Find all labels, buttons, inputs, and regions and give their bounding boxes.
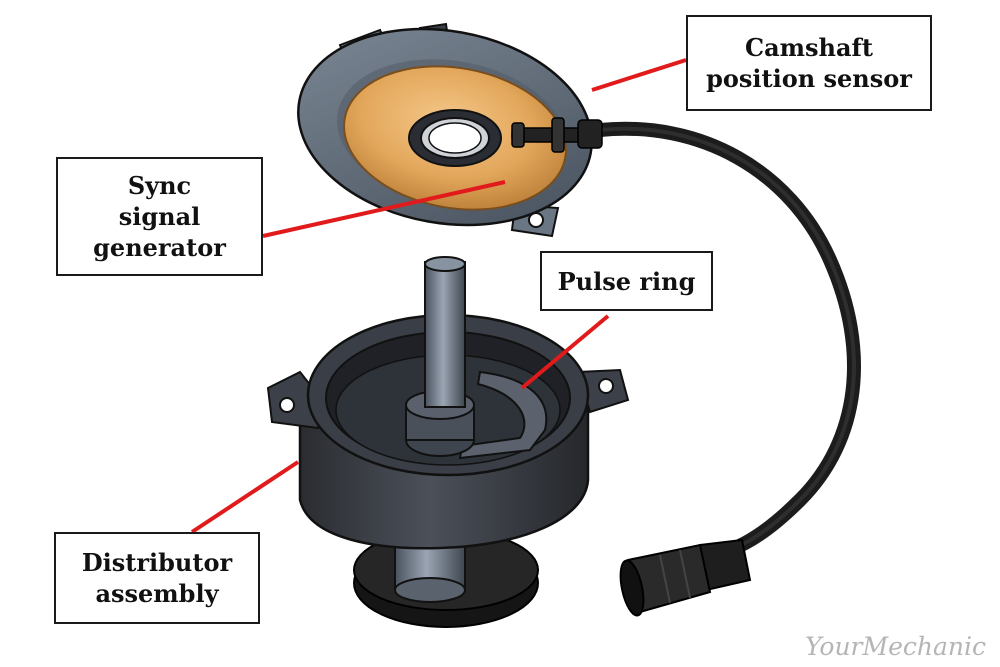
pulse-ring-label: Pulse ring xyxy=(540,251,713,311)
camshaft-sensor-label-line-1: Camshaft xyxy=(745,33,873,62)
distributor-label: Distributor assembly xyxy=(54,532,260,624)
yourmechanic-watermark: YourMechanic xyxy=(805,632,986,661)
camshaft-sensor-label-line-2: position sensor xyxy=(706,64,912,93)
sync-generator-label-line-2: signal xyxy=(118,202,201,231)
sync-generator-label-line-1: Sync xyxy=(127,171,192,200)
leader-line-distributor xyxy=(190,460,300,534)
sensor-plate xyxy=(297,22,603,238)
leader-line-camshaft xyxy=(591,58,687,92)
distributor-label-line-2: assembly xyxy=(95,579,219,608)
cable-connector xyxy=(619,538,752,617)
sync-generator-label-line-3: generator xyxy=(93,233,226,262)
distributor-label-line-1: Distributor xyxy=(81,548,233,577)
pulse-ring-label-line-1: Pulse ring xyxy=(557,266,696,296)
leader-line-sync xyxy=(262,180,506,238)
sync-generator-label: Sync signal generator xyxy=(56,157,263,276)
distributor-body xyxy=(266,256,630,628)
camshaft-sensor-label: Camshaft position sensor xyxy=(686,15,932,111)
sensor-cable xyxy=(593,121,861,567)
leader-line-pulse xyxy=(520,314,610,390)
